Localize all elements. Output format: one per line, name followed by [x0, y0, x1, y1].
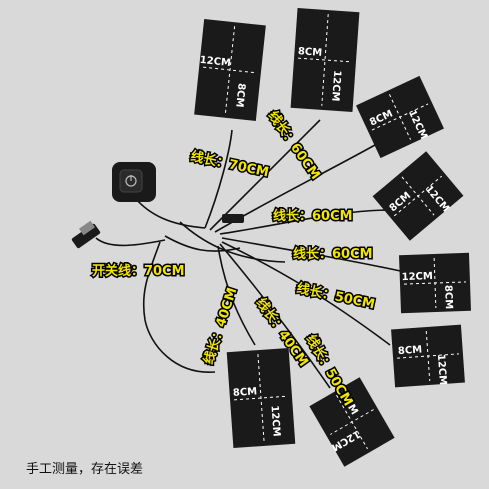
cable-pad-1	[204, 129, 233, 229]
cable-label-4: 线长：60CM	[293, 246, 373, 262]
usb-plug	[71, 220, 101, 249]
pad-width-label: 8CM	[298, 46, 323, 59]
switch-box-cable	[134, 197, 206, 229]
pad-width-label: 8CM	[233, 386, 258, 399]
cable-pad-8	[217, 245, 256, 346]
pad-width-label: 8CM	[398, 344, 423, 357]
pad-height-label: 8CM	[233, 83, 246, 108]
pad-2: 8CM 12CM	[290, 7, 360, 113]
pad-1: 12CM 8CM	[194, 19, 266, 121]
pad-height-label: 12CM	[329, 70, 342, 102]
pad-height-label: 12CM	[435, 354, 448, 386]
pad-5: 12CM 8CM	[399, 252, 471, 314]
pad-width-label: 12CM	[401, 271, 433, 283]
pad-6: 8CM 12CM	[391, 324, 465, 388]
cable-label-5: 线长：50CM	[295, 280, 376, 312]
pad-height-label: 8CM	[442, 285, 454, 310]
pad-8: 8CM 12CM	[226, 347, 296, 449]
cable-pad-7	[219, 243, 331, 389]
cable-bundle	[179, 221, 286, 263]
cable-label-1: 线长：60CM	[265, 108, 324, 182]
switch-cable-loop	[142, 241, 216, 373]
usb-cable	[95, 237, 166, 247]
switch-cable-label: 开关线：70CM	[92, 263, 185, 279]
cable-bundle-2	[164, 235, 241, 252]
pad-width-label: 12CM	[199, 55, 231, 69]
cable-pad-4	[219, 209, 391, 235]
disclaimer-text: 手工测量，存在误差	[26, 462, 144, 477]
pad-height-label: 12CM	[269, 405, 282, 437]
cable-label-2: 线长：70CM	[189, 148, 270, 180]
cable-label-3: 线长：60CM	[273, 208, 353, 224]
switch-box	[112, 162, 156, 202]
cable-pad-6	[221, 241, 391, 346]
connector	[222, 214, 244, 223]
cable-pad-5	[221, 237, 406, 273]
